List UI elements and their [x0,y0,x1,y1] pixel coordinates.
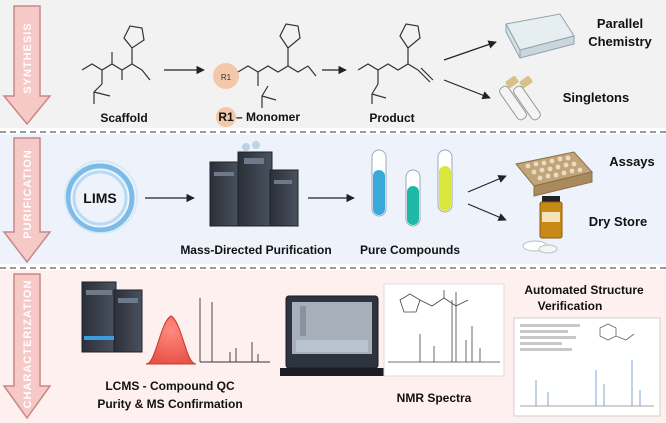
scaffold-label: Scaffold [100,111,147,125]
stage-arrow-characterization: CHARACTERIZATION [2,273,52,420]
product-label: Product [369,111,414,125]
nmr-spectrum-icon [383,283,505,377]
asv-report-icon [513,317,661,417]
lims-ring-icon [64,160,138,234]
r1-label-circle [216,107,236,127]
mass-directed-label: Mass-Directed Purification [180,243,331,257]
monomer-r1-sublabel: R1 [221,73,232,82]
stage-arrow-purification: PURIFICATION [2,137,52,264]
parallel-label-1: Parallel [597,16,643,31]
asv-label-1: Automated Structure [524,283,644,297]
tube-blue [371,149,387,217]
monomer-r1-circle [213,63,239,89]
divider-1 [0,131,666,133]
arrow-to-drystore [467,203,507,221]
dry-store-vial-icon [522,196,563,254]
lims-label: LIMS [83,190,116,206]
lcms-peak-icon [145,315,197,365]
lcms-label-2: Purity & MS Confirmation [97,397,242,411]
nmr-label: NMR Spectra [397,391,472,405]
dry-store-label: Dry Store [589,214,648,229]
vials-icon [499,76,541,121]
pure-compounds-label: Pure Compounds [360,243,460,257]
stage-label-purification: PURIFICATION [22,149,34,238]
scaffold-structure [81,25,151,104]
monomer-structure [237,23,317,108]
tube-yellow [437,149,453,213]
arrow-to-assays [467,175,507,193]
r1-label: R1 [218,110,234,124]
well-plate-icon [505,13,575,59]
singletons-label: Singletons [563,90,629,105]
hplc-instrument-icon [209,141,299,227]
lcms-instrument-icon [81,281,143,353]
nmr-robot-icon [280,295,384,376]
stage-label-synthesis: SYNTHESIS [22,22,34,93]
tube-teal [405,169,421,227]
assay-rack-icon [515,151,593,197]
stage-arrow-synthesis: SYNTHESIS [2,5,52,126]
parallel-label-2: Chemistry [588,34,652,49]
stage-label-characterization: CHARACTERIZATION [22,280,34,409]
product-structure [357,23,434,104]
assays-label: Assays [609,154,655,169]
arrow-to-parallel [443,40,497,61]
mass-spectrum-icon [199,298,270,363]
arrow-to-singletons [443,79,491,100]
monomer-label: – Monomer [236,110,300,124]
asv-label-2: Verification [538,299,603,313]
divider-2 [0,267,666,269]
lcms-label-1: LCMS - Compound QC [105,379,235,393]
